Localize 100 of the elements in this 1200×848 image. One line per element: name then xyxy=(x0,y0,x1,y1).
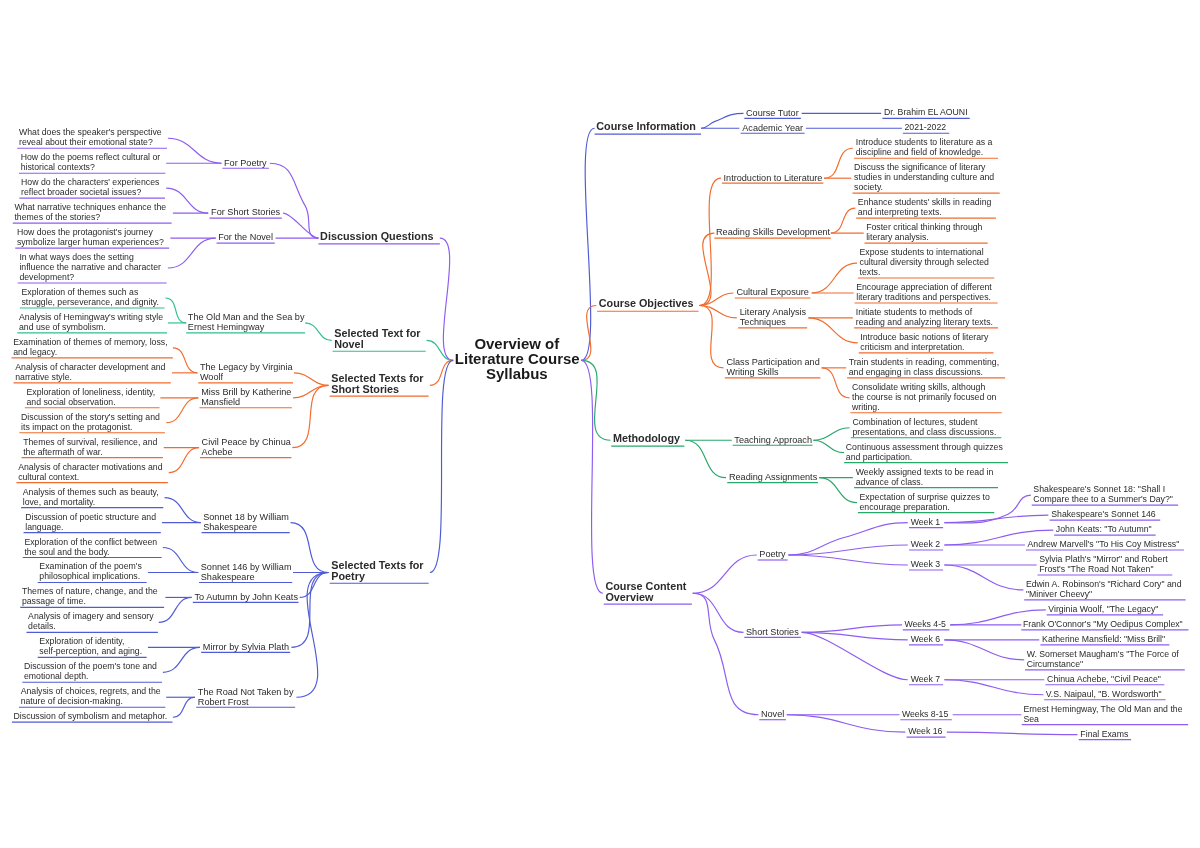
node-text: Week 16 xyxy=(908,726,943,737)
connector xyxy=(692,592,760,716)
node-text: Weeks 4-5 xyxy=(904,618,946,629)
node-text: Shakespeare's Sonnet 146 xyxy=(1051,509,1156,520)
connector xyxy=(830,232,865,234)
node-text: Expose students to international cultural diversity through selected texts. xyxy=(859,247,989,278)
connector xyxy=(167,237,217,269)
connector xyxy=(291,384,329,449)
connector xyxy=(786,714,906,733)
node-text: Consolidate writing skills, although the course is not primarily focused on writing. xyxy=(852,381,997,412)
node-text: Selected Texts for Short Stories xyxy=(331,372,424,396)
connector xyxy=(172,696,196,718)
connector xyxy=(580,359,604,594)
node-text: Week 1 xyxy=(910,516,941,527)
connector xyxy=(171,372,198,374)
node-text: The Legacy by Virginia Woolf xyxy=(199,362,293,383)
node-text: Ernest Hemingway, The Old Man and the Sea xyxy=(1023,703,1183,724)
node-text: Discussion of symbolism and metaphor. xyxy=(13,711,168,722)
node-text: Mirror by Sylvia Plath xyxy=(202,641,290,652)
node-text: Edwin A. Robinson's "Richard Cory" and "Miniver Cheevy" xyxy=(1025,578,1182,599)
connector xyxy=(165,162,223,164)
connector xyxy=(823,177,852,179)
connector xyxy=(823,147,854,179)
connector xyxy=(163,497,202,524)
node-text: Literary Analysis Techniques xyxy=(739,307,807,328)
node-text: Discussion of poetic structure and language. xyxy=(25,511,157,532)
node-text: Themes of survival, resilience, and the aftermath of war. xyxy=(23,436,158,457)
node-text: Virginia Woolf, "The Legacy" xyxy=(1048,603,1159,614)
connector xyxy=(943,639,1025,661)
node-text: Discussion of the poem's tone and emotional depth. xyxy=(23,661,157,682)
node-text: Discussion of the story's setting and its impact on the protagonist. xyxy=(21,411,160,432)
node-text: Overview of Literature Course Syllabus xyxy=(454,335,580,382)
connector xyxy=(949,609,1047,626)
node-text: Miss Brill by Katherine Mansfield xyxy=(201,387,292,408)
node-text: Sonnet 146 by William Shakespeare xyxy=(200,561,292,582)
node-text: The Old Man and the Sea by Ernest Hemingway xyxy=(187,312,305,333)
connector xyxy=(580,127,596,361)
connector xyxy=(167,137,223,164)
node-text: Week 6 xyxy=(910,633,941,644)
connector xyxy=(172,212,209,214)
node-text: Discussion Questions xyxy=(320,230,434,243)
node-text: Cultural Exposure xyxy=(736,287,809,298)
connector xyxy=(943,679,1044,696)
connector xyxy=(943,529,1054,546)
connector xyxy=(811,292,855,294)
connector xyxy=(169,237,217,239)
connector xyxy=(821,367,851,399)
connector xyxy=(818,477,858,504)
connector xyxy=(698,304,725,369)
node-text: Enhance students' skills in reading and interpreting texts. xyxy=(857,197,992,218)
connector xyxy=(293,372,329,386)
connector xyxy=(946,731,1079,736)
connector xyxy=(172,347,198,374)
node-text: Combination of lectures, student presentations, and class discussions. xyxy=(852,416,997,437)
node-text: Chinua Achebe, "Civil Peace" xyxy=(1047,673,1161,684)
node-text: Foster critical thinking through literary analysis. xyxy=(866,222,983,243)
node-text: Analysis of character development and narrative style. xyxy=(15,361,166,382)
node-text: 2021-2022 xyxy=(904,122,947,133)
node-text: Exploration of the conflict between the soul and the body. xyxy=(24,536,158,557)
node-text: Teaching Approach xyxy=(734,434,812,445)
node-text: Selected Text for Novel xyxy=(334,327,421,351)
connector xyxy=(952,714,1022,716)
node-text: Reading Skills Development xyxy=(716,227,831,238)
node-text: Analysis of themes such as beauty, love, and mortality. xyxy=(22,486,159,507)
node-text: Expectation of surprise quizzes to encourage preparation. xyxy=(859,491,990,512)
connector xyxy=(812,439,845,454)
connector xyxy=(269,162,319,239)
node-text: Examination of the poem's philosophical implications. xyxy=(39,561,142,582)
node-text: Poetry xyxy=(759,549,786,560)
node-text: Course Information xyxy=(596,120,696,133)
connector xyxy=(165,397,199,424)
connector xyxy=(812,427,851,441)
node-text: Introduce basic notions of literary criticism and interpretation. xyxy=(860,331,989,352)
node-text: Academic Year xyxy=(742,122,804,133)
connector xyxy=(949,624,1022,626)
connector xyxy=(943,564,1024,591)
connector xyxy=(700,112,745,129)
connector xyxy=(167,322,187,324)
node-text: John Keats: "To Autumn" xyxy=(1055,524,1152,535)
node-text: Exploration of identity, self-perception, and aging. xyxy=(39,636,143,657)
connector xyxy=(168,447,200,474)
node-text: Analysis of Hemingway's writing style and use of symbolism. xyxy=(18,311,164,332)
connector xyxy=(580,304,597,361)
node-text: Reading Assignments xyxy=(728,471,818,482)
node-text: In what ways does the setting influence the narrative and character development? xyxy=(19,252,161,283)
connector xyxy=(801,112,882,114)
node-text: For Poetry xyxy=(224,157,267,168)
node-text: Examination of themes of memory, loss, and legacy. xyxy=(13,336,168,357)
node-text: Course Content Overview xyxy=(605,580,687,604)
connector xyxy=(429,359,454,386)
node-text: W. Somerset Maugham's "The Force of Circumstance" xyxy=(1026,648,1179,669)
node-text: Discuss the significance of literary studies in understanding culture and society. xyxy=(854,162,995,193)
connector xyxy=(943,514,1049,524)
connector xyxy=(147,571,199,574)
connector xyxy=(165,187,209,214)
connector xyxy=(429,359,454,574)
node-text: Week 3 xyxy=(910,558,941,569)
node-text: How do the poems reflect cultural or historical contexts? xyxy=(20,152,161,173)
node-text: V.S. Naipaul, "B. Wordsworth" xyxy=(1045,688,1162,699)
node-text: For the Novel xyxy=(218,232,273,243)
